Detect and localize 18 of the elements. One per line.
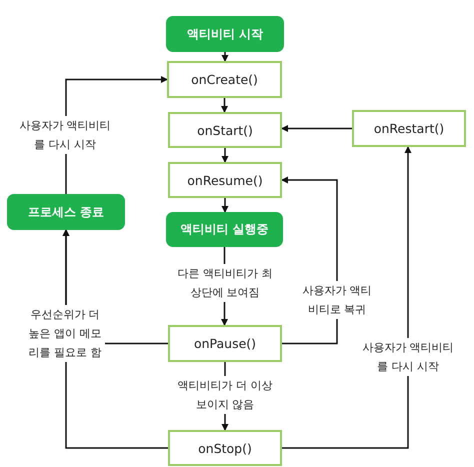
method-box: onPause() (168, 325, 282, 362)
arrow (222, 148, 228, 163)
state-box: 액티비티 실행중 (166, 212, 283, 247)
edge-label: 액티비티가 더 이상 보이지 않음 (175, 376, 275, 414)
edge-label: 사용자가 액티비티를 다시 시작 (18, 116, 112, 154)
method-box: onResume() (168, 162, 282, 198)
edge-label: 사용자가 액티비티를 다시 시작 (362, 338, 454, 376)
method-box: onCreate() (167, 61, 282, 98)
arrow (282, 146, 412, 449)
state-box: 프로세스 종료 (7, 194, 125, 230)
arrow (281, 125, 352, 132)
method-box: onRestart() (352, 110, 466, 147)
method-box: onStart() (168, 112, 282, 148)
method-box: onStop() (168, 430, 282, 466)
arrow (222, 198, 228, 213)
arrow (221, 98, 228, 113)
arrow (222, 52, 228, 62)
state-box: 액티비티 시작 (166, 16, 284, 52)
